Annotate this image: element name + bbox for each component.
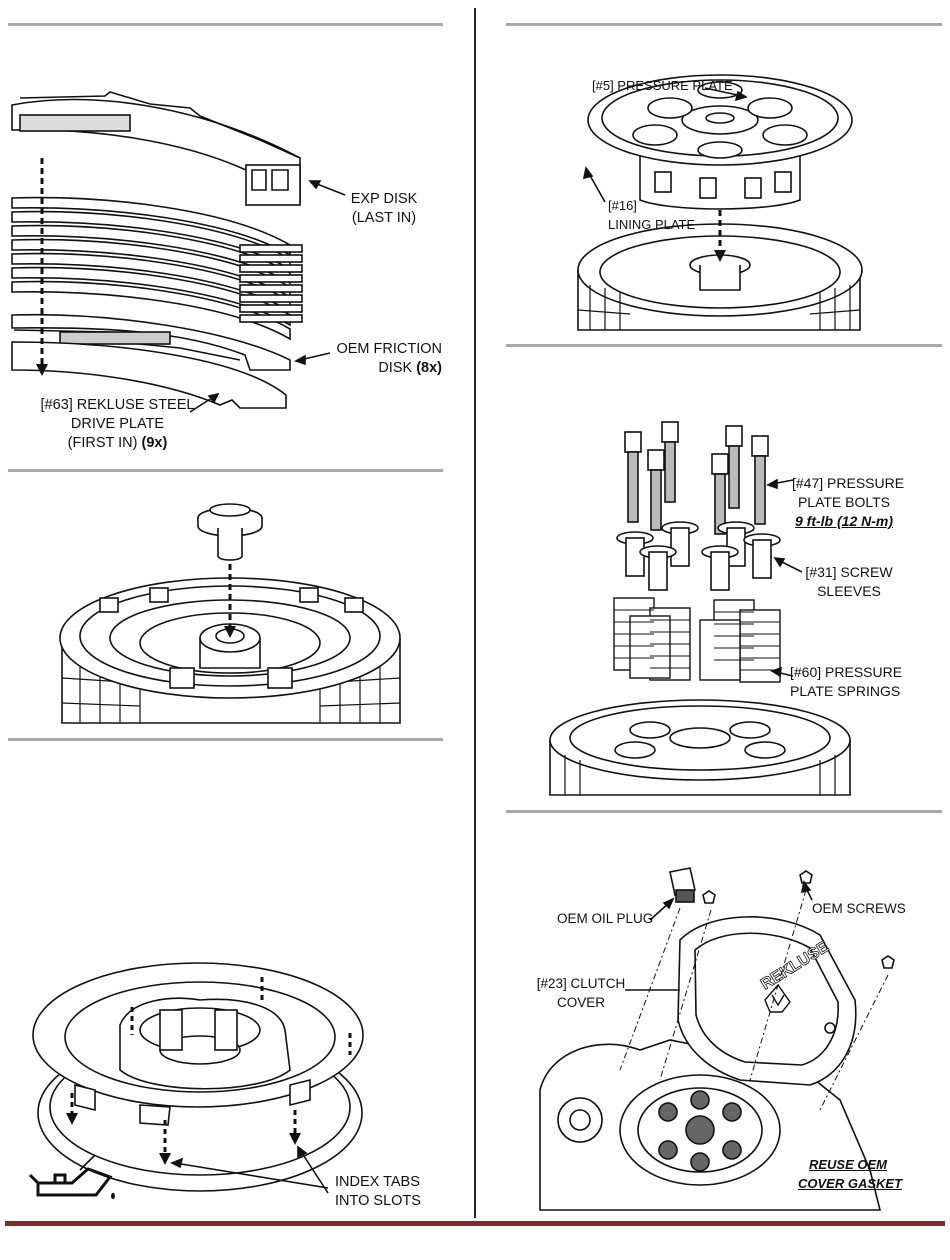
divider-right-top (506, 23, 942, 26)
divider-left-3 (8, 738, 443, 741)
sleeves-line-2: SLEEVES (817, 583, 881, 599)
basket-plates-illustration (28, 962, 364, 1199)
gasket-label: REUSE OEM COVER GASKET (798, 1155, 903, 1193)
oem-friction-line-1: OEM FRICTION (336, 341, 442, 357)
springs-line-1: [#60] PRESSURE (790, 664, 903, 680)
clutch-pack-illustration (11, 91, 346, 413)
pressure-plate-label: [#5] PRESSURE PLATE (592, 78, 733, 93)
springs-line-2: PLATE SPRINGS (790, 683, 901, 699)
lining-plate-line-2: LINING PLATE (608, 217, 696, 232)
sleeves-label: [#31] SCREW SLEEVES (804, 563, 894, 601)
divider-right-2 (506, 344, 942, 347)
divider-right-3 (506, 810, 942, 813)
gasket-line-1: REUSE OEM (808, 1157, 887, 1172)
steel-plate-qty: (9x) (141, 435, 168, 451)
exp-disk-line-1: EXP DISK (350, 191, 418, 207)
lining-plate-line-1: [#16] (608, 198, 637, 213)
springs-label: [#60] PRESSURE PLATE SPRINGS (790, 663, 903, 701)
clutch-cover-illustration: REKLUSE (539, 867, 895, 1211)
clutch-cover-line-1: [#23] CLUTCH (536, 976, 626, 991)
sleeves-line-1: [#31] SCREW (805, 564, 893, 580)
steel-plate-label: [#63] REKLUSE STEEL DRIVE PLATE (FIRST I… (30, 396, 205, 453)
clutch-cover-label: [#23] CLUTCH COVER (536, 974, 626, 1012)
index-tabs-line-1: INDEX TABS (335, 1174, 420, 1190)
steel-plate-line-1: [#63] REKLUSE STEEL (40, 397, 195, 413)
oem-friction-label: OEM FRICTION DISK (8x) (300, 340, 442, 378)
oil-plug-label: OEM OIL PLUG (557, 911, 654, 926)
lining-plate-label: [#16] LINING PLATE (608, 196, 695, 234)
bolts-torque: 9 ft-lb (12 N-m) (795, 513, 893, 529)
oem-friction-qty: (8x) (416, 360, 442, 376)
footer-bar (5, 1221, 945, 1226)
bolts-line-1: [#47] PRESSURE (792, 475, 905, 491)
gasket-line-2: COVER GASKET (798, 1176, 903, 1191)
exp-disk-line-2: (LAST IN) (351, 210, 417, 226)
oil-can-icon (28, 1167, 113, 1197)
pressure-plate-illustration (577, 74, 863, 331)
bolts-springs-illustration (549, 421, 851, 796)
index-tabs-label: INDEX TABS INTO SLOTS (335, 1173, 421, 1211)
oem-screws-label: OEM SCREWS (812, 901, 906, 916)
bolts-line-2: PLATE BOLTS (797, 494, 891, 510)
steel-plate-line-2: DRIVE PLATE (70, 416, 165, 432)
divider-left-top (8, 23, 443, 26)
oem-friction-line-2: DISK (378, 360, 413, 376)
index-tabs-line-2: INTO SLOTS (335, 1193, 421, 1209)
exp-disk-label: EXP DISK (LAST IN) (336, 190, 432, 228)
steel-plate-line-3: (FIRST IN) (67, 435, 138, 451)
clutch-cover-line-2: COVER (556, 995, 605, 1010)
center-divider (474, 8, 476, 1218)
divider-left-2 (8, 469, 443, 472)
bolts-label: [#47] PRESSURE PLATE BOLTS 9 ft-lb (12 N… (792, 474, 905, 531)
hub-nut-illustration (59, 503, 401, 724)
